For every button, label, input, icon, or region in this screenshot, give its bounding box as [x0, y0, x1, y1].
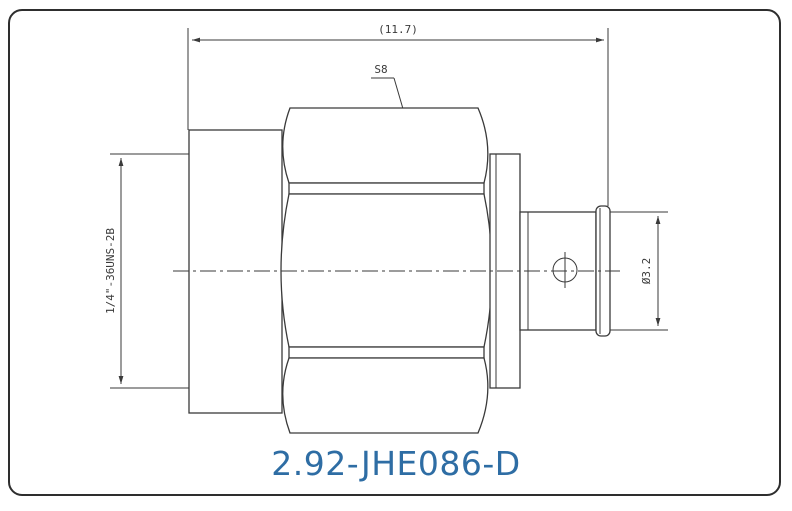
- pin-diameter-dimension: Ø3.2: [610, 211, 668, 331]
- part-number: 2.92-JHE086-D: [271, 444, 521, 483]
- hex-nut: [280, 107, 493, 434]
- pin-diameter-label: Ø3.2: [640, 258, 653, 285]
- overall-length-label: (11.7): [378, 23, 418, 36]
- hex-size-label: S8: [374, 63, 387, 76]
- overall-length-dimension: (11.7): [187, 23, 609, 206]
- thread-dimension: 1/4"-36UNS-2B: [104, 153, 190, 389]
- thread-spec-label: 1/4"-36UNS-2B: [104, 228, 117, 314]
